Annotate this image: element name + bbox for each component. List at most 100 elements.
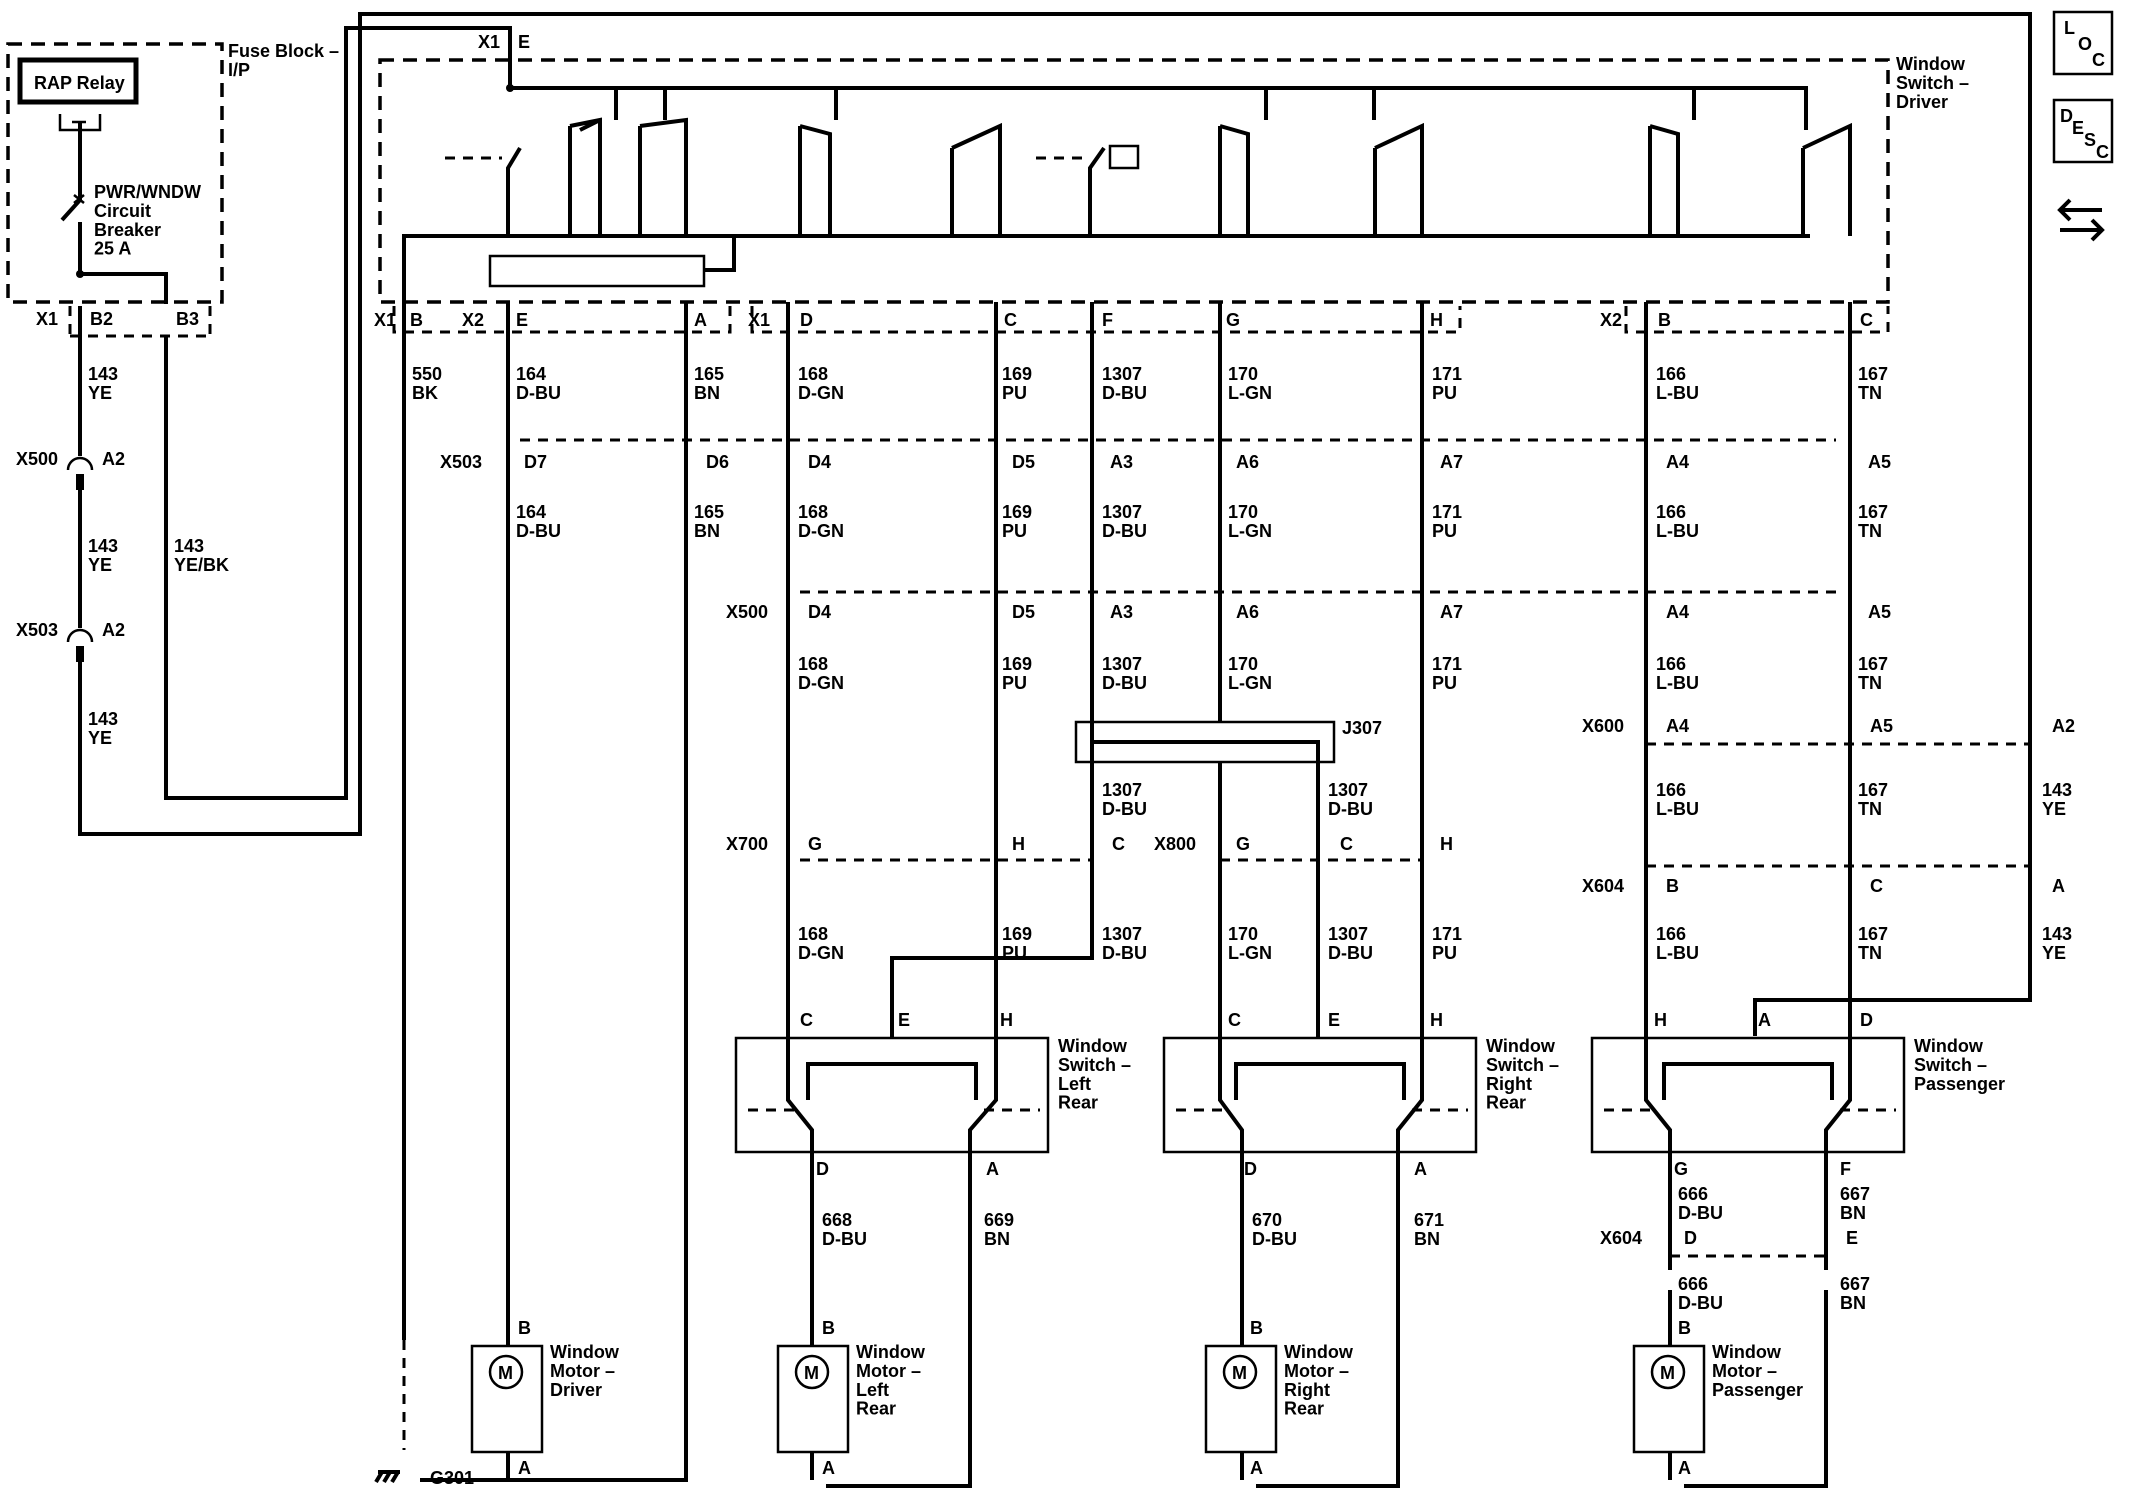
connector-x500: X500 D4 D5 A3 A6 A7 A4 A5 xyxy=(726,590,1891,622)
legend-desc-icon: D E S C xyxy=(2052,98,2114,164)
svg-text:D: D xyxy=(1684,1228,1697,1248)
fuse-block-pins: X1 B2 B3 xyxy=(36,306,212,338)
svg-text:A2: A2 xyxy=(102,449,125,469)
svg-text:D6: D6 xyxy=(706,452,729,472)
motor-icon xyxy=(794,1354,830,1390)
svg-text:D4: D4 xyxy=(808,602,831,622)
svg-text:E: E xyxy=(518,32,530,52)
svg-text:A: A xyxy=(822,1458,835,1478)
svg-text:A6: A6 xyxy=(1236,452,1259,472)
fuse-block-label: Fuse Block –I/P xyxy=(228,41,339,80)
svg-text:A: A xyxy=(1414,1159,1427,1179)
svg-text:M: M xyxy=(804,1363,819,1383)
svg-text:H: H xyxy=(1430,1010,1443,1030)
svg-text:G: G xyxy=(808,834,822,854)
svg-text:A3: A3 xyxy=(1110,452,1133,472)
svg-text:B3: B3 xyxy=(176,309,199,329)
svg-text:A5: A5 xyxy=(1868,452,1891,472)
svg-text:X1: X1 xyxy=(478,32,500,52)
lockout-switch-icon xyxy=(1036,144,1140,236)
legend-loc-icon: L O C xyxy=(2052,10,2114,76)
connector-x503: X503 D7 D6 D4 D5 A3 A6 A7 A4 A5 xyxy=(440,438,1891,472)
svg-text:A5: A5 xyxy=(1870,716,1893,736)
svg-text:G: G xyxy=(1674,1159,1688,1179)
svg-text:B: B xyxy=(410,310,423,330)
svg-text:X503: X503 xyxy=(16,620,58,640)
svg-text:H: H xyxy=(1430,310,1443,330)
svg-text:E: E xyxy=(1846,1228,1858,1248)
svg-text:D: D xyxy=(800,310,813,330)
svg-text:C: C xyxy=(1112,834,1125,854)
connector-x800: X800 G C H xyxy=(1154,834,1453,862)
svg-text:X2: X2 xyxy=(462,310,484,330)
svg-text:X604: X604 xyxy=(1600,1228,1642,1248)
svg-text:A2: A2 xyxy=(2052,716,2075,736)
svg-text:M: M xyxy=(1660,1363,1675,1383)
svg-text:A6: A6 xyxy=(1236,602,1259,622)
svg-text:A3: A3 xyxy=(1110,602,1133,622)
svg-text:C: C xyxy=(1870,876,1883,896)
svg-text:D5: D5 xyxy=(1012,452,1035,472)
svg-text:A: A xyxy=(694,310,707,330)
svg-text:D: D xyxy=(1860,1010,1873,1030)
svg-text:A: A xyxy=(1250,1458,1263,1478)
svg-text:G: G xyxy=(1226,310,1240,330)
svg-text:A: A xyxy=(1758,1010,1771,1030)
svg-text:A4: A4 xyxy=(1666,716,1689,736)
svg-text:G301: G301 xyxy=(430,1468,474,1488)
svg-text:X2: X2 xyxy=(1600,310,1622,330)
svg-text:A7: A7 xyxy=(1440,452,1463,472)
svg-text:C: C xyxy=(1228,1010,1241,1030)
svg-text:F: F xyxy=(1840,1159,1851,1179)
svg-text:A7: A7 xyxy=(1440,602,1463,622)
svg-text:B: B xyxy=(518,1318,531,1338)
svg-text:C: C xyxy=(2092,50,2105,70)
svg-text:A4: A4 xyxy=(1666,452,1689,472)
rap-relay-box xyxy=(17,57,139,105)
svg-text:D: D xyxy=(2060,106,2073,126)
svg-text:H: H xyxy=(1654,1010,1667,1030)
